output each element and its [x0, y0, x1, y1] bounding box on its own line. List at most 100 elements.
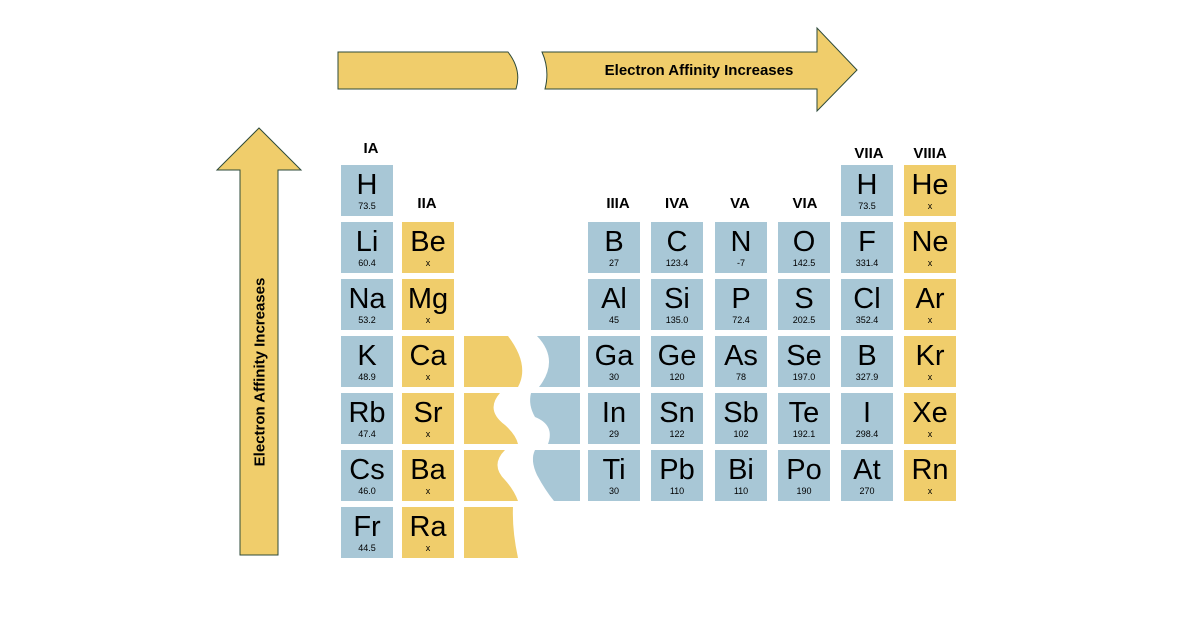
- electron-affinity-value: 202.5: [792, 315, 816, 325]
- element-symbol: Sn: [659, 397, 695, 429]
- electron-affinity-value: x: [927, 258, 933, 268]
- electron-affinity-value: 270: [859, 486, 875, 496]
- element-symbol: Po: [786, 454, 822, 486]
- element-symbol: B: [857, 340, 877, 372]
- element-symbol: Ge: [657, 340, 697, 372]
- electron-affinity-value: -7: [736, 258, 745, 268]
- element-symbol: Sb: [723, 397, 759, 429]
- element-symbol: Li: [355, 226, 379, 258]
- electron-affinity-value: 135.0: [665, 315, 689, 325]
- electron-affinity-value: 122: [669, 429, 685, 439]
- electron-affinity-value: x: [425, 486, 431, 496]
- electron-affinity-value: 30: [608, 372, 619, 382]
- element-symbol: As: [724, 340, 758, 372]
- electron-affinity-value: x: [927, 486, 933, 496]
- element-symbol: Sr: [413, 397, 443, 429]
- electron-affinity-value: 102: [733, 429, 749, 439]
- element-symbol: At: [853, 454, 881, 486]
- element-symbol: Mg: [407, 283, 449, 315]
- element-symbol: Bi: [728, 454, 754, 486]
- element-symbol: Al: [601, 283, 627, 315]
- element-symbol: Se: [786, 340, 822, 372]
- element-symbol: H: [856, 169, 878, 201]
- electron-affinity-value: 110: [669, 486, 685, 496]
- electron-affinity-value: 331.4: [855, 258, 879, 268]
- electron-affinity-value: 45: [608, 315, 619, 325]
- electron-affinity-value: 327.9: [855, 372, 879, 382]
- electron-affinity-value: 48.9: [358, 372, 376, 382]
- element-symbol: Rn: [911, 454, 949, 486]
- element-symbol: F: [858, 226, 876, 258]
- element-symbol: K: [357, 340, 377, 372]
- electron-affinity-value: 60.4: [358, 258, 376, 268]
- electron-affinity-value: x: [425, 429, 431, 439]
- element-symbol: Ra: [409, 511, 447, 543]
- electron-affinity-value: x: [425, 258, 431, 268]
- element-symbol: Be: [410, 226, 446, 258]
- electron-affinity-value: x: [425, 372, 431, 382]
- element-symbol: Rb: [348, 397, 386, 429]
- electron-affinity-value: 29: [608, 429, 619, 439]
- element-symbol: Te: [788, 397, 820, 429]
- element-symbol: Kr: [915, 340, 945, 372]
- element-symbol: Ar: [915, 283, 945, 315]
- group-label-iva: IVA: [665, 195, 689, 212]
- element-symbol: Xe: [912, 397, 948, 429]
- electron-affinity-value: 73.5: [858, 201, 876, 211]
- vertical-arrow-label: Electron Affinity Increases: [251, 277, 269, 467]
- element-symbol: Cs: [349, 454, 385, 486]
- group-label-va: VA: [730, 195, 750, 212]
- element-symbol: He: [911, 169, 949, 201]
- electron-affinity-value: 120: [669, 372, 685, 382]
- electron-affinity-value: x: [927, 201, 933, 211]
- electron-affinity-value: x: [927, 372, 933, 382]
- transition-gap-gold: [464, 336, 523, 558]
- arrow-horizontal-tail: [337, 51, 519, 90]
- arrow-vertical: [215, 127, 303, 556]
- element-symbol: Na: [348, 283, 386, 315]
- electron-affinity-value: 44.5: [358, 543, 376, 553]
- electron-affinity-value: x: [927, 429, 933, 439]
- element-symbol: Cl: [853, 283, 881, 315]
- group-label-via: VIA: [792, 195, 818, 212]
- element-symbol: O: [792, 226, 816, 258]
- electron-affinity-value: 352.4: [855, 315, 879, 325]
- electron-affinity-value: 30: [608, 486, 619, 496]
- element-symbol: C: [666, 226, 688, 258]
- element-symbol: Fr: [353, 511, 381, 543]
- element-symbol: N: [730, 226, 752, 258]
- electron-affinity-value: 192.1: [792, 429, 816, 439]
- element-symbol: S: [794, 283, 814, 315]
- electron-affinity-value: 142.5: [792, 258, 816, 268]
- electron-affinity-value: x: [927, 315, 933, 325]
- electron-affinity-value: 123.4: [665, 258, 689, 268]
- group-label-iia: IIA: [417, 195, 437, 212]
